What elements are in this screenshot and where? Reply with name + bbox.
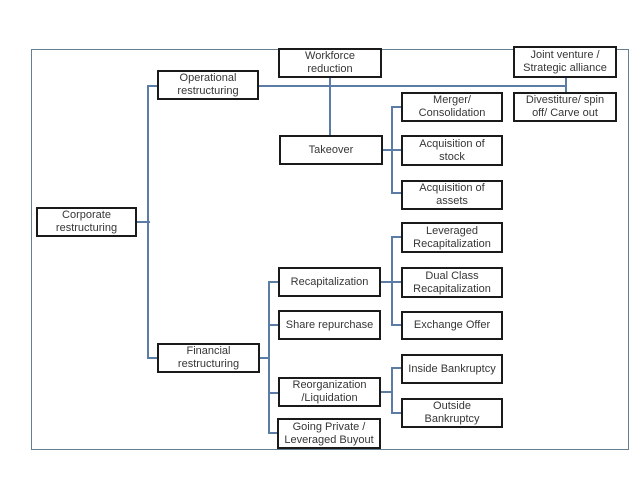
node-label: Divestiture/ spin off/ Carve out — [525, 94, 605, 119]
connector-recap-stub — [268, 281, 278, 283]
connector-outside-stub — [391, 412, 401, 414]
node-divestiture: Divestiture/ spin off/ Carve out — [513, 92, 617, 122]
node-dual-class-recap: Dual Class Recapitalization — [401, 267, 503, 298]
node-label: Operational restructuring — [177, 72, 239, 97]
connector-operational-main — [259, 85, 567, 87]
node-exchange-offer: Exchange Offer — [401, 311, 503, 340]
connector-inside-stub — [391, 367, 401, 369]
node-label: Merger/ Consolidation — [418, 94, 486, 119]
node-label: Acquisition of stock — [419, 137, 485, 163]
node-label: Corporate restructuring — [55, 209, 118, 234]
node-inside-bankruptcy: Inside Bankruptcy — [401, 354, 503, 384]
node-label: Takeover — [308, 143, 354, 156]
node-label: Acquisition of assets — [419, 182, 485, 207]
node-outside-bankruptcy: Outside Bankruptcy — [401, 398, 503, 428]
node-label: Joint venture / Strategic alliance — [523, 49, 607, 74]
node-label: Exchange Offer — [413, 319, 491, 331]
node-label: Leveraged Recapitalization — [413, 224, 491, 250]
connector-acq-stock-stub — [391, 149, 401, 151]
node-workforce-reduction: Workforce reduction — [278, 48, 382, 78]
connector-financial-stub — [147, 357, 157, 359]
node-label: Inside Bankruptcy — [408, 362, 496, 375]
node-label: Financial restructuring — [177, 345, 240, 370]
node-acquisition-of-assets: Acquisition of assets — [401, 180, 503, 210]
node-corporate-restructuring: Corporate restructuring — [36, 207, 137, 237]
node-label: Recapitalization — [290, 275, 369, 288]
node-acquisition-of-stock: Acquisition of stock — [401, 135, 503, 166]
connector-goingprivate-stub — [268, 432, 278, 434]
connector-reorg-stub — [268, 392, 278, 394]
node-takeover: Takeover — [279, 135, 383, 165]
connector-merger-stub — [391, 106, 401, 108]
connector-corporate-stub — [137, 221, 150, 223]
node-label: Workforce reduction — [305, 50, 355, 75]
connector-reorg-stub2 — [381, 391, 393, 393]
connector-dualclass-stub — [391, 281, 401, 283]
node-label: Dual Class Recapitalization — [413, 269, 491, 295]
node-going-private: Going Private / Leveraged Buyout — [277, 418, 381, 449]
node-reorganization: Reorganization /Liquidation — [278, 377, 381, 407]
node-label: Share repurchase — [285, 318, 374, 331]
node-label: Reorganization /Liquidation — [292, 379, 367, 404]
connector-share-stub — [268, 324, 278, 326]
connector-workforce-takeover — [329, 78, 331, 135]
connector-jointventure-divest — [565, 78, 567, 92]
connector-financial-stub2 — [260, 357, 270, 359]
connector-left-vertical — [147, 85, 149, 359]
connector-recap-stub2 — [381, 281, 393, 283]
connector-acq-assets-stub — [391, 192, 401, 194]
node-label: Going Private / Leveraged Buyout — [284, 420, 374, 446]
node-label: Outside Bankruptcy — [424, 400, 480, 425]
node-recapitalization: Recapitalization — [278, 267, 381, 297]
connector-financial-vertical — [268, 281, 270, 434]
connector-takeover-stub — [383, 149, 393, 151]
node-operational-restructuring: Operational restructuring — [157, 70, 259, 100]
node-financial-restructuring: Financial restructuring — [157, 343, 260, 373]
node-share-repurchase: Share repurchase — [278, 310, 381, 340]
connector-reorg-vertical — [391, 367, 393, 414]
node-merger-consolidation: Merger/ Consolidation — [401, 92, 503, 122]
connector-leveraged-stub — [391, 236, 401, 238]
connector-exchange-stub — [391, 324, 401, 326]
node-leveraged-recap: Leveraged Recapitalization — [401, 222, 503, 253]
connector-operational-stub — [147, 85, 157, 87]
node-joint-venture: Joint venture / Strategic alliance — [513, 46, 617, 78]
